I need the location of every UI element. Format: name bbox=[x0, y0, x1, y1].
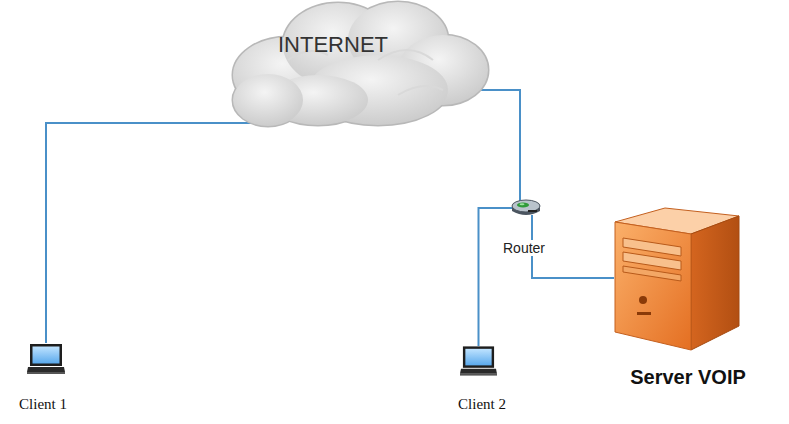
icon-part bbox=[512, 200, 540, 212]
client-label: Client 2 bbox=[458, 396, 506, 413]
server-label: Server VOIP bbox=[630, 366, 746, 389]
icon-part bbox=[460, 374, 497, 376]
icon-part bbox=[615, 222, 691, 350]
network-link bbox=[478, 90, 520, 202]
icon-part bbox=[639, 296, 647, 304]
icon-part bbox=[520, 203, 525, 205]
device-label: Router bbox=[501, 240, 547, 256]
icon-part bbox=[233, 2, 488, 126]
icon-part bbox=[637, 312, 651, 315]
icon-part bbox=[33, 347, 60, 364]
laptop-icon bbox=[27, 343, 65, 375]
icon-part bbox=[528, 210, 537, 212]
network-link bbox=[46, 123, 254, 343]
cloud-label: INTERNET bbox=[278, 32, 388, 58]
server-tower bbox=[613, 208, 743, 353]
icon-part bbox=[517, 202, 529, 207]
icon-part bbox=[233, 74, 303, 126]
client-laptop: Client 2 bbox=[460, 346, 497, 376]
icon-part bbox=[460, 369, 497, 374]
icon-part bbox=[691, 216, 739, 350]
icon-part bbox=[463, 346, 494, 367]
client-laptop: Client 1 bbox=[27, 343, 65, 375]
icon-part bbox=[27, 372, 65, 374]
icon-part bbox=[233, 2, 488, 126]
icon-part bbox=[623, 266, 681, 281]
icon-part bbox=[27, 367, 65, 372]
internet-cloud: INTERNET bbox=[228, 0, 490, 128]
icon-part bbox=[233, 74, 303, 126]
cloud-shape bbox=[228, 0, 490, 128]
network-link bbox=[479, 208, 514, 346]
icon-part bbox=[30, 344, 62, 366]
server-node: Server VOIP bbox=[613, 208, 743, 353]
client-label: Client 1 bbox=[19, 396, 67, 413]
icon-part bbox=[465, 349, 491, 366]
laptop-icon bbox=[460, 346, 497, 376]
icon-part bbox=[398, 86, 443, 95]
router-icon bbox=[510, 198, 542, 218]
router-node: Router bbox=[510, 198, 542, 218]
